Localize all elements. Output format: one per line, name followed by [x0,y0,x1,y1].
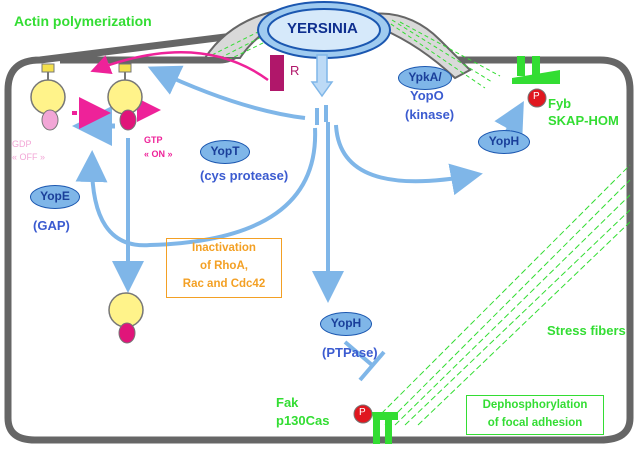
box-inactivation-line-3: Rac and Cdc42 [182,278,266,290]
label-kinase: (kinase) [405,107,455,122]
focal-adhesion-complex [353,404,398,444]
label-stress-fibers: Stress fibers [547,323,626,338]
label-gtp: GTP [144,135,163,145]
label-gdp: GDP [12,139,32,149]
box-dephos-line-2: of focal adhesion [487,417,583,429]
label-fyb: Fyb [548,96,572,111]
gtpase-off [30,63,66,131]
receptor [270,55,284,91]
label-skap-hom: SKAP-HOM [548,113,619,128]
protein-yoph-mid: YopH [320,312,372,336]
protein-yopt: YopT [200,140,250,164]
protein-yope: YopE [30,185,80,209]
pink-arrow-activation [90,50,269,82]
box-dephos-line-1: Dephosphorylation [482,399,588,411]
label-on: « ON » [144,149,173,159]
label-gap: (GAP) [33,218,70,233]
injection-arrow [310,54,334,98]
receptor-label: R [290,63,300,78]
protein-yoph-top: YopH [478,130,530,154]
phospho-fak: P [359,407,366,418]
box-inactivation-line-1: Inactivation [192,242,256,254]
protein-yopo: YopO [410,88,444,103]
inhibit-yoph-to-fak [343,340,374,367]
label-off: « OFF » [12,152,46,162]
yersinia-bacterium-inner [267,8,381,52]
title-actin-polymerization: Actin polymerization [14,13,152,29]
label-cys-protease: (cys protease) [200,168,289,183]
label-p130cas: p130Cas [276,413,330,428]
stress-fibers [374,164,631,426]
arrow-to-yoph-right [334,124,483,196]
protein-ypka: YpkA/ [398,66,452,90]
arrow-to-yopt [147,65,306,120]
label-fak: Fak [276,395,299,410]
fyb-complex [512,56,560,108]
gtpase-inactivated [108,292,144,344]
label-ptpase: (PTPase) [322,345,378,360]
gtpase-on [107,63,143,131]
box-inactivation: Inactivation of RhoA, Rac and Cdc42 [166,238,282,298]
inhibit-bar [358,350,386,382]
box-dephosphorylation: Dephosphorylation of focal adhesion [466,395,604,435]
arrow-to-yope [75,127,318,248]
phospho-fyb: P [533,91,540,102]
box-inactivation-line-2: of RhoA, [200,260,248,272]
membrane-protrusion-right [368,12,472,80]
yersinia-label: YERSINIA [287,20,358,37]
